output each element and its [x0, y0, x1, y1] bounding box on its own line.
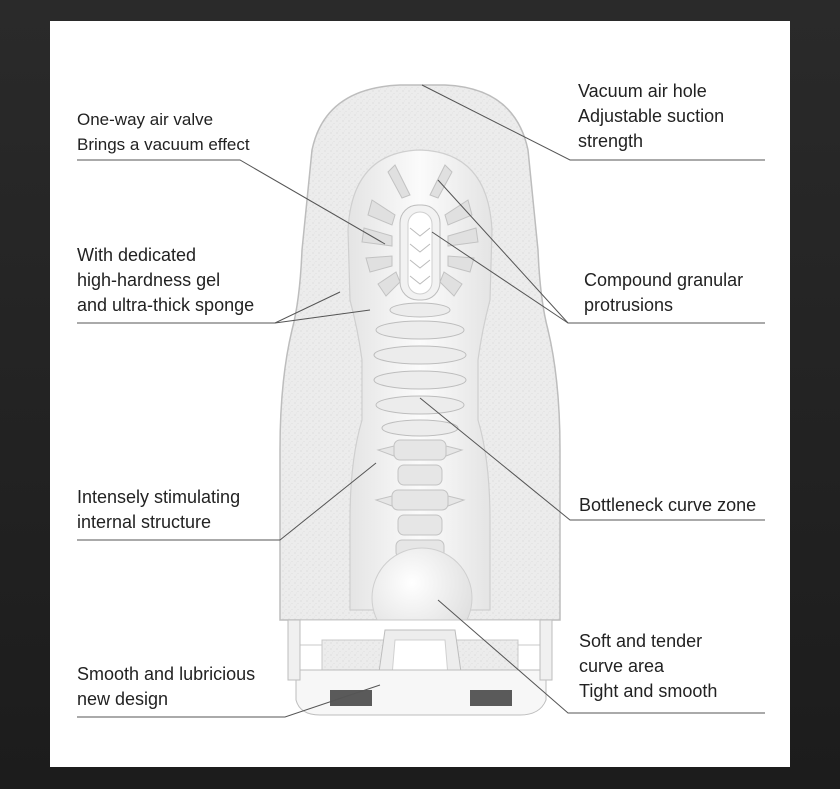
leader-air-valve	[77, 159, 386, 245]
label-line: Soft and tender	[579, 631, 703, 651]
bottleneck-rings	[373, 302, 467, 437]
label-line: strength	[578, 131, 644, 151]
label-line: Compound granular	[584, 270, 744, 290]
leader-granular-2	[431, 231, 569, 324]
leader-lines	[77, 84, 765, 718]
label-internal-structure: Intensely stimulating internal structure	[77, 485, 240, 535]
leader-gel-sponge-2	[274, 309, 371, 324]
label-line: curve area	[579, 656, 665, 676]
label-line: and ultra-thick sponge	[77, 295, 255, 315]
label-line: Vacuum air hole	[578, 81, 707, 101]
leader-smooth-design	[77, 684, 381, 718]
label-smooth-design: Smooth and lubricious new design	[77, 662, 255, 712]
label-gel-sponge: With dedicated high-hardness gel and ult…	[77, 243, 254, 318]
label-line: internal structure	[77, 512, 212, 532]
label-line: Smooth and lubricious	[77, 664, 256, 684]
label-vacuum-air-hole: Vacuum air hole Adjustable suction stren…	[578, 79, 724, 154]
base-cup	[287, 619, 553, 716]
label-line: Adjustable suction	[578, 106, 725, 126]
label-line: high-hardness gel	[77, 270, 221, 290]
label-line: With dedicated	[77, 245, 197, 265]
leader-bottleneck	[419, 397, 765, 521]
leader-soft-curve	[437, 599, 765, 714]
label-line: Bottleneck curve zone	[579, 495, 757, 515]
leader-internal	[77, 462, 377, 541]
label-line: Intensely stimulating	[77, 487, 241, 507]
label-air-valve: One-way air valve Brings a vacuum effect	[77, 107, 250, 157]
label-granular: Compound granular protrusions	[584, 268, 743, 318]
label-bottleneck: Bottleneck curve zone	[579, 493, 756, 518]
label-line: One-way air valve	[77, 110, 214, 129]
leader-vacuum-hole	[421, 84, 765, 161]
label-line: protrusions	[584, 295, 674, 315]
label-line: Tight and smooth	[579, 681, 718, 701]
label-line: Brings a vacuum effect	[77, 135, 250, 154]
label-soft-curve: Soft and tender curve area Tight and smo…	[579, 629, 717, 704]
label-line: new design	[77, 689, 169, 709]
top-ribs	[361, 164, 479, 297]
granular-column	[399, 204, 441, 301]
